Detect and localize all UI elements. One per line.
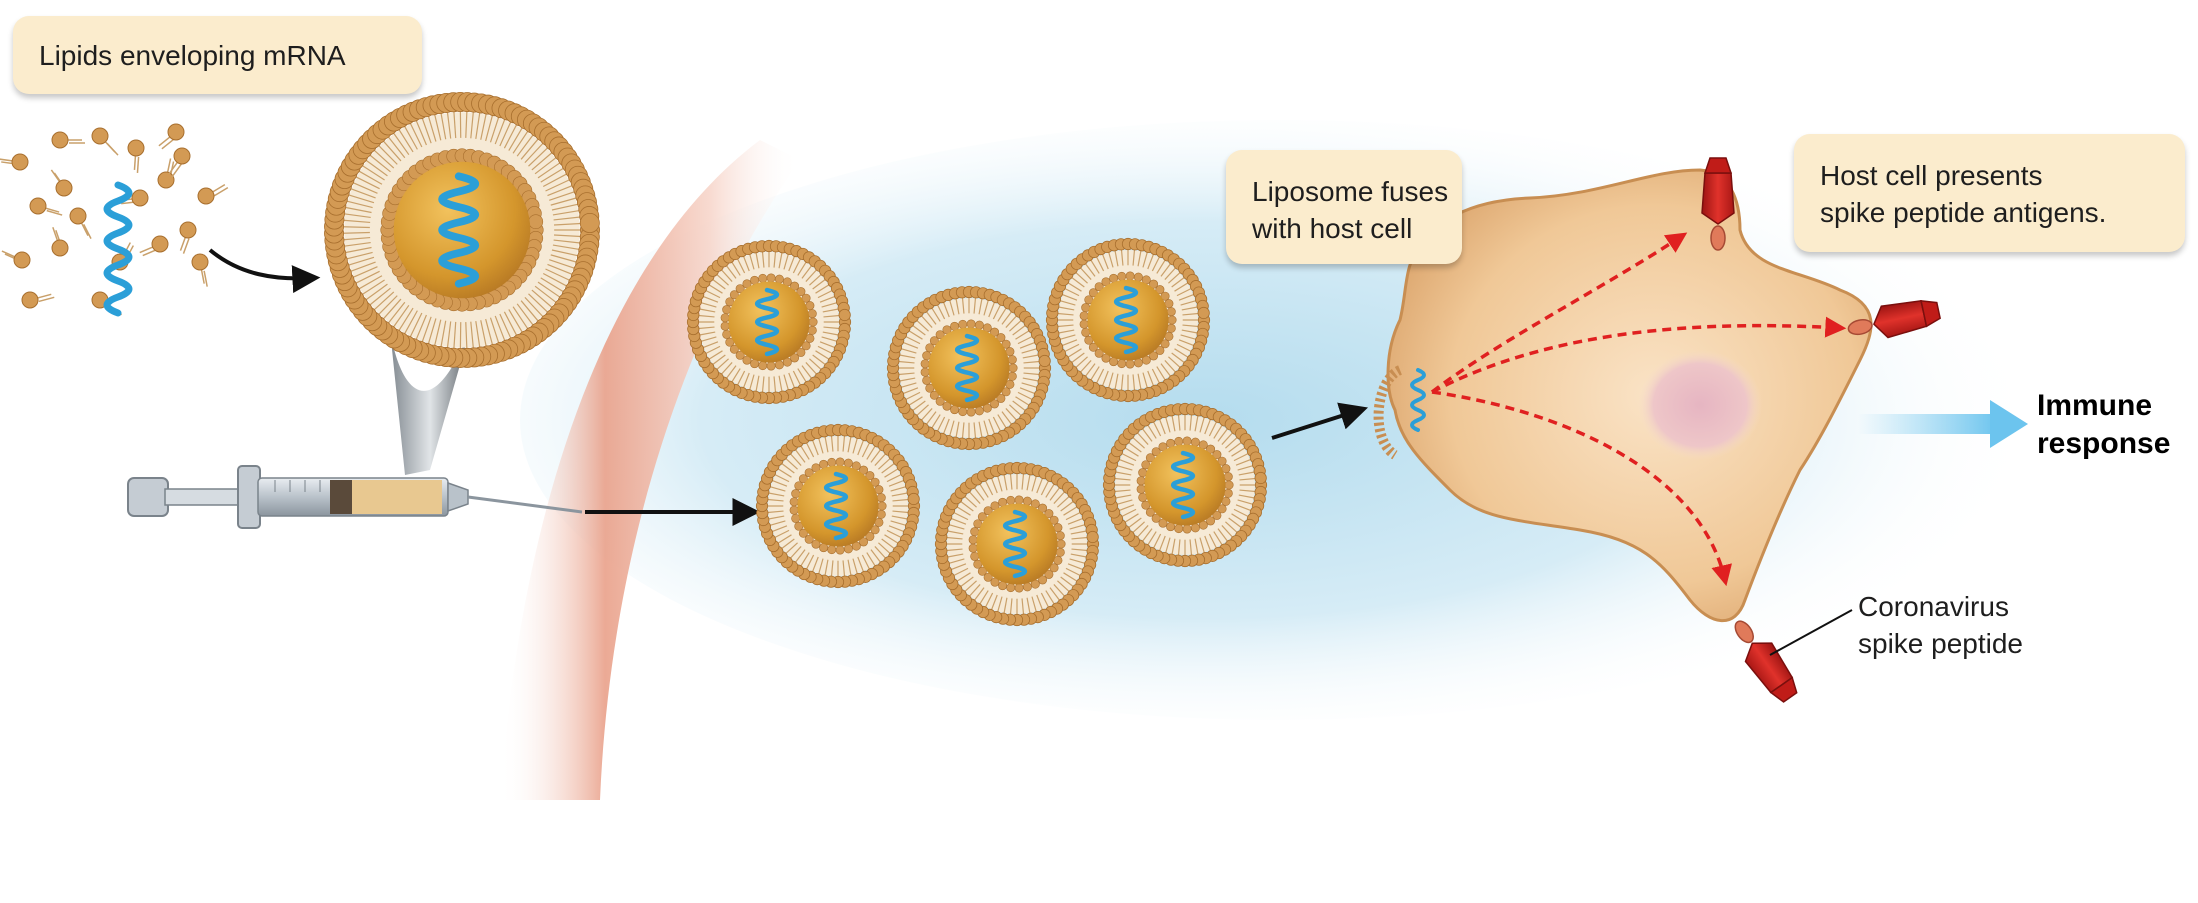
lipid-molecule-icon <box>158 123 185 150</box>
lipid-molecule-icon <box>179 221 197 254</box>
antigen-path-right <box>1431 316 1847 394</box>
callout-fuses-line1: Liposome fuses <box>1252 176 1449 207</box>
mrna-helix-icon <box>823 471 849 541</box>
lipid-molecule-icon <box>168 147 191 178</box>
mrna-helix-icon <box>438 172 480 288</box>
liposome-icon <box>886 285 1052 451</box>
immune-label-line1: Immune <box>2037 389 2153 422</box>
fusion-site <box>1373 365 1403 460</box>
mrna-helix-icon <box>1002 509 1028 579</box>
liposome-group <box>324 92 1268 627</box>
lipid-molecule-icon <box>51 226 69 257</box>
skin-layer <box>500 140 800 800</box>
cell-mrna-strand <box>1410 368 1426 432</box>
callout-host-cell-presents: Host cell presents spike peptide antigen… <box>1794 134 2185 252</box>
immune-response-arrow <box>1858 400 2028 448</box>
lipid-molecule-icon <box>91 127 119 156</box>
lipid-molecule-icon <box>191 253 209 287</box>
spike-label-line2: spike peptide <box>1858 628 2024 659</box>
lipid-molecule-icon <box>1 250 31 269</box>
callout-lipids-enveloping-mrna: Lipids enveloping mRNA <box>13 16 422 94</box>
liposome-icon <box>1045 237 1211 403</box>
callout-fuses-line2: with host cell <box>1252 213 1413 244</box>
immune-label-line2: response <box>2037 427 2171 460</box>
label-immune-response: Immune response <box>2037 387 2170 463</box>
label-coronavirus-spike-peptide: Coronavirus spike peptide <box>1858 588 2023 662</box>
mrna-helix-icon <box>1113 285 1139 355</box>
liposome-icon <box>755 423 921 589</box>
callout-presents-line1: Host cell presents <box>1820 160 2043 191</box>
spike-peptide-group <box>1701 157 1941 703</box>
liposome-icon <box>1102 402 1268 568</box>
spike-peptide-icon <box>1734 620 1798 703</box>
free-lipid-molecules <box>0 123 229 316</box>
callout-presents-line2: spike peptide antigens. <box>1820 197 2107 228</box>
lipid-molecule-icon <box>0 153 29 171</box>
zoom-funnel <box>390 330 470 475</box>
lipid-molecule-icon <box>50 169 73 197</box>
callout-liposome-fuses: Liposome fuses with host cell <box>1226 150 1462 264</box>
lipid-molecule-icon <box>139 235 169 257</box>
liposome-icon <box>934 461 1100 627</box>
liposome-icon <box>324 92 601 368</box>
lipid-molecule-icon <box>157 158 175 189</box>
free-mrna-strand <box>103 181 133 317</box>
arrow-liposomes-to-cell <box>1271 402 1369 440</box>
lipid-molecule-icon <box>29 197 63 216</box>
mrna-helix-icon <box>954 333 980 403</box>
host-cell <box>1373 168 1873 623</box>
antigen-path-top <box>1430 232 1688 394</box>
mrna-helix-icon <box>754 287 780 357</box>
liposome-icon <box>686 239 852 405</box>
antigen-paths <box>1430 232 1847 587</box>
lipid-molecule-icon <box>51 131 85 149</box>
syringe-icon <box>127 465 583 529</box>
mrna-helix-icon <box>1170 450 1196 520</box>
lipid-molecule-icon <box>69 207 92 239</box>
callout-lipids-text: Lipids enveloping mRNA <box>39 40 346 71</box>
spike-label-line1: Coronavirus <box>1858 591 2009 622</box>
lipid-molecule-icon <box>21 291 55 309</box>
antigen-path-bottom <box>1431 390 1732 587</box>
spike-peptide-icon <box>1847 299 1941 339</box>
spike-label-pointer <box>1769 609 1853 656</box>
lipid-molecule-icon <box>197 184 229 205</box>
cell-nucleus <box>1638 350 1762 460</box>
arrow-lipids-to-liposome <box>208 248 321 294</box>
spike-peptide-icon <box>1701 157 1735 251</box>
lipid-molecule-icon <box>127 139 145 173</box>
